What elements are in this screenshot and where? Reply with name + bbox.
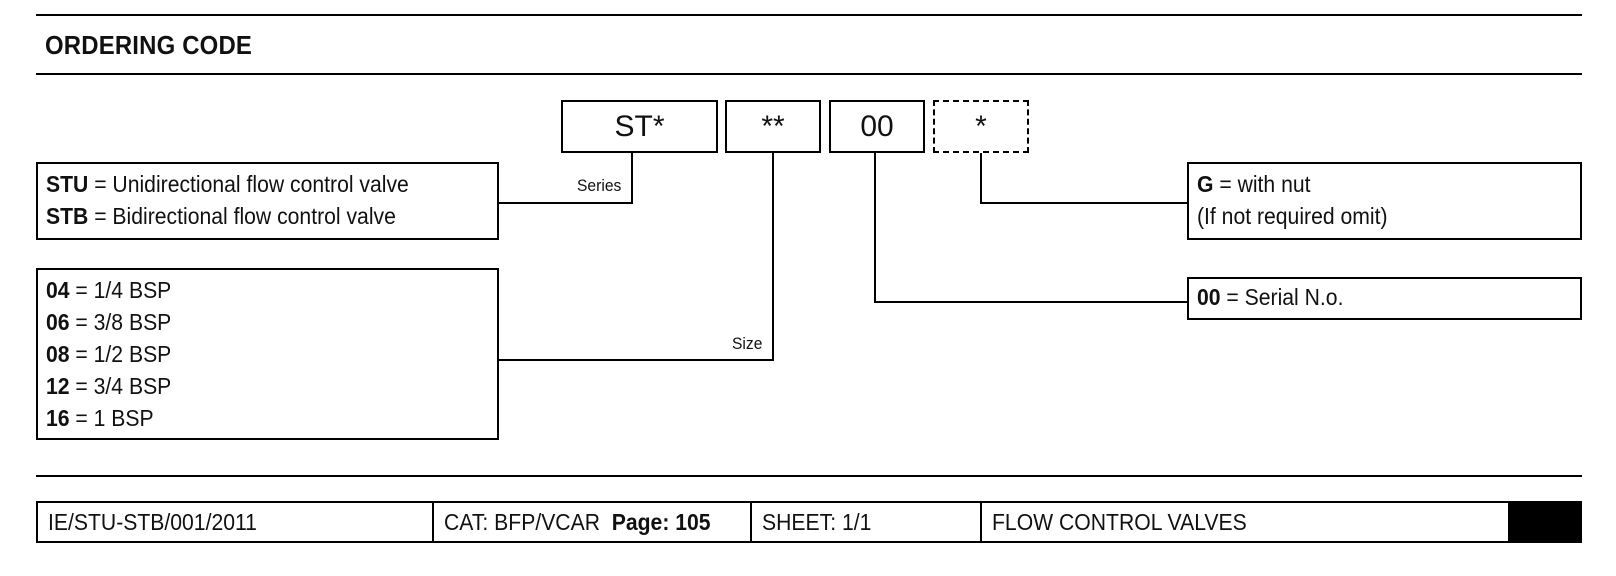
footer-sheet-text: SHEET: 1/1 (762, 509, 872, 535)
footer-section: FLOW CONTROL VALVES (982, 503, 1510, 541)
title-underline (36, 73, 1582, 75)
top-rule (36, 14, 1582, 16)
footer-cat-label: CAT: BFP/VCAR (444, 509, 600, 535)
legend-row-08: 08 = 1/2 BSP (46, 338, 454, 370)
size-tag: Size (732, 334, 763, 353)
legend-code: 12 (46, 373, 70, 399)
footer-doc-ref-text: IE/STU-STB/001/2011 (48, 509, 257, 535)
legend-desc: = Bidirectional flow control valve (88, 203, 396, 229)
footer-page-number: Page: 105 (611, 509, 711, 535)
legend-row-stb: STB = Bidirectional flow control valve (46, 200, 454, 232)
legend-code: 16 (46, 405, 70, 431)
legend-row-stu: STU = Unidirectional flow control valve (46, 168, 454, 200)
legend-note: (If not required omit) (1197, 203, 1388, 229)
legend-desc: = 3/4 BSP (69, 373, 172, 399)
code-box-size: ** (725, 100, 821, 153)
nut-connector (980, 153, 1187, 204)
legend-row-06: 06 = 3/8 BSP (46, 306, 454, 338)
legend-row-16: 16 = 1 BSP (46, 402, 454, 434)
page-title: ORDERING CODE (45, 30, 253, 60)
legend-desc: = 1/4 BSP (69, 277, 172, 303)
footer-sheet: SHEET: 1/1 (752, 503, 982, 541)
footer-doc-ref: IE/STU-STB/001/2011 (38, 503, 434, 541)
series-connector (499, 153, 633, 204)
legend-code: 08 (46, 341, 70, 367)
series-legend: STU = Unidirectional flow control valve … (36, 162, 499, 240)
serial-connector (874, 153, 1187, 303)
footer-rule (36, 475, 1582, 477)
size-connector (499, 153, 774, 361)
legend-code: G (1197, 171, 1214, 197)
legend-code: 00 (1197, 284, 1221, 310)
legend-desc: = with nut (1213, 171, 1311, 197)
size-legend: 04 = 1/4 BSP 06 = 3/8 BSP 08 = 1/2 BSP 1… (36, 268, 499, 440)
code-box-serial: 00 (829, 100, 925, 153)
footer-black-block (1510, 503, 1580, 541)
legend-code: 04 (46, 277, 70, 303)
footer-bar: IE/STU-STB/001/2011 CAT: BFP/VCAR Page: … (36, 501, 1582, 543)
legend-desc: = Unidirectional flow control valve (88, 171, 409, 197)
legend-desc: = 1/2 BSP (69, 341, 172, 367)
footer-catalog-text: CAT: BFP/VCAR Page: 105 (444, 503, 711, 541)
legend-code: STU (46, 171, 89, 197)
series-tag: Series (577, 176, 622, 195)
footer-catalog: CAT: BFP/VCAR Page: 105 (434, 503, 752, 541)
legend-row-00: 00 = Serial N.o. (1197, 281, 1542, 313)
code-box-option: * (933, 100, 1029, 153)
nut-legend: G = with nut (If not required omit) (1187, 162, 1582, 240)
legend-code: 06 (46, 309, 70, 335)
legend-row-g: G = with nut (1197, 168, 1542, 200)
legend-row-04: 04 = 1/4 BSP (46, 274, 454, 306)
footer-section-text: FLOW CONTROL VALVES (992, 509, 1247, 535)
legend-row-12: 12 = 3/4 BSP (46, 370, 454, 402)
legend-desc: = 1 BSP (69, 405, 154, 431)
legend-code: STB (46, 203, 89, 229)
legend-desc: = 3/8 BSP (69, 309, 172, 335)
legend-desc: = Serial N.o. (1220, 284, 1344, 310)
serial-legend: 00 = Serial N.o. (1187, 277, 1582, 320)
code-box-series: ST* (561, 100, 718, 153)
